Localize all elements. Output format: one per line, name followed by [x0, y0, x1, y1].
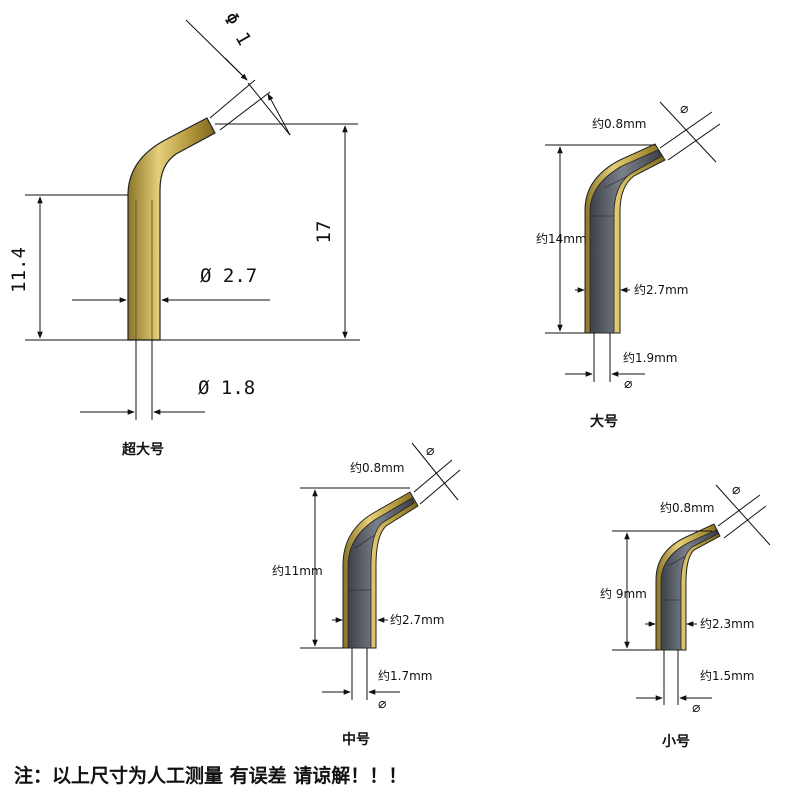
large-outer-label: 约2.7mm	[634, 282, 688, 297]
xl-straight-length-label: 11.4	[8, 247, 30, 293]
medium-inner-label: 约1.7mm	[378, 668, 432, 683]
medium-inner-phi-symbol: ⌀	[378, 696, 387, 712]
xl-outer-diameter-label: Ø 2.7	[200, 265, 257, 287]
small-outer-label: 约2.3mm	[700, 616, 754, 631]
small-tip-label: 约0.8mm	[660, 500, 714, 515]
large-tip-phi-symbol: ⌀	[680, 101, 689, 117]
xl-tip-diameter-label: Φ 1	[219, 9, 255, 50]
small-tip-phi-symbol: ⌀	[732, 482, 741, 498]
medium-tip-label: 约0.8mm	[350, 460, 404, 475]
measurement-disclaimer: 注：以上尺寸为人工测量 有误差 请谅解！！！	[14, 764, 407, 787]
medium-tip-phi-symbol: ⌀	[426, 443, 435, 459]
large-length-label: 约14mm	[536, 231, 587, 246]
small-inner-phi-symbol: ⌀	[692, 700, 701, 716]
xl-inner-diameter-label: Ø 1.8	[198, 377, 255, 399]
large-caption: 大号	[590, 413, 618, 430]
xl-overall-length-label: 17	[313, 221, 335, 244]
large-tip-label: 约0.8mm	[592, 116, 646, 131]
small-inner-label: 约1.5mm	[700, 668, 754, 683]
xl-caption: 超大号	[121, 441, 164, 458]
medium-outer-label: 约2.7mm	[390, 612, 444, 627]
large-nozzle-drawing: 约14mm 约0.8mm ⌀ 约2.7mm 约1.9mm ⌀ 大号	[536, 101, 721, 430]
medium-nozzle-drawing: 约11mm 约0.8mm ⌀ 约2.7mm 约1.7mm ⌀ 中号	[272, 442, 461, 748]
xl-nozzle-drawing: 11.4 17 Φ 1 Ø 2.7 Ø 1.8 超大号	[8, 9, 360, 458]
xl-nozzle-tube	[127, 117, 216, 341]
large-inner-label: 约1.9mm	[623, 350, 677, 365]
large-inner-phi-symbol: ⌀	[624, 376, 633, 392]
medium-caption: 中号	[342, 731, 370, 748]
medium-length-label: 约11mm	[272, 563, 323, 578]
small-length-label: 约 9mm	[600, 586, 647, 601]
small-caption: 小号	[662, 734, 690, 750]
small-nozzle-drawing: 约 9mm 约0.8mm ⌀ 约2.3mm 约1.5mm ⌀ 小号	[600, 482, 771, 750]
